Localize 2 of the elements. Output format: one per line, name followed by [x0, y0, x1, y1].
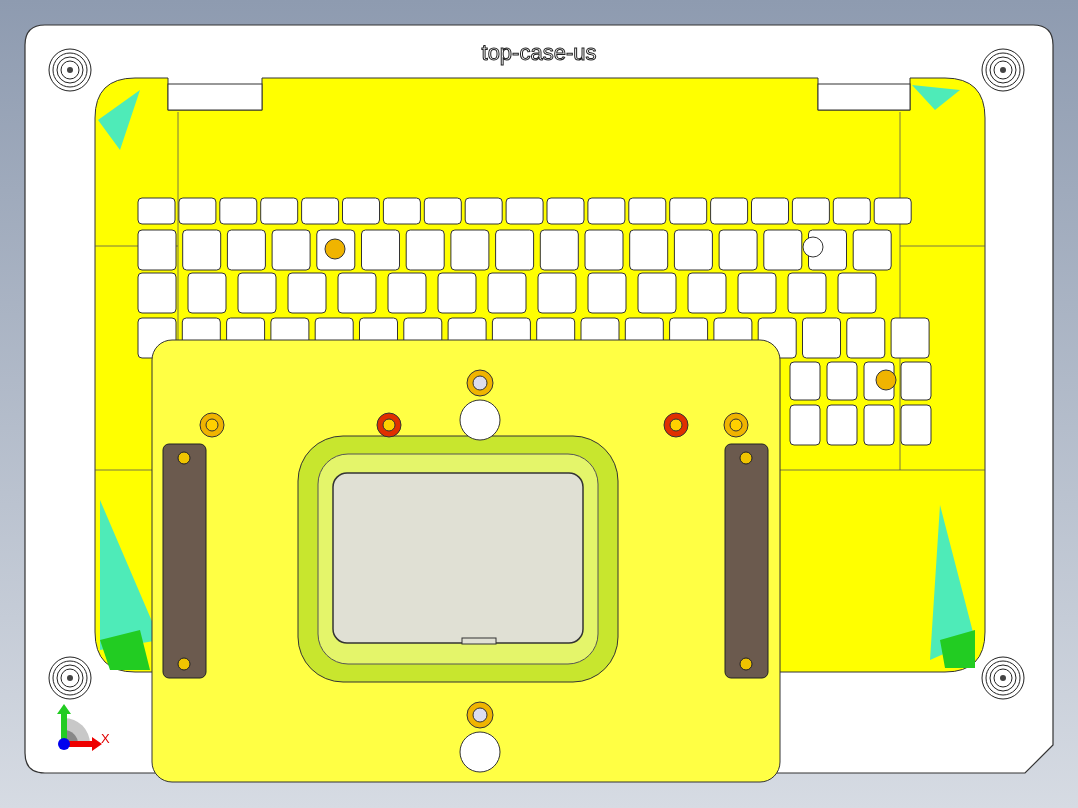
axis-label: X: [101, 731, 110, 746]
drawing-title: top-case-us: [481, 40, 597, 66]
